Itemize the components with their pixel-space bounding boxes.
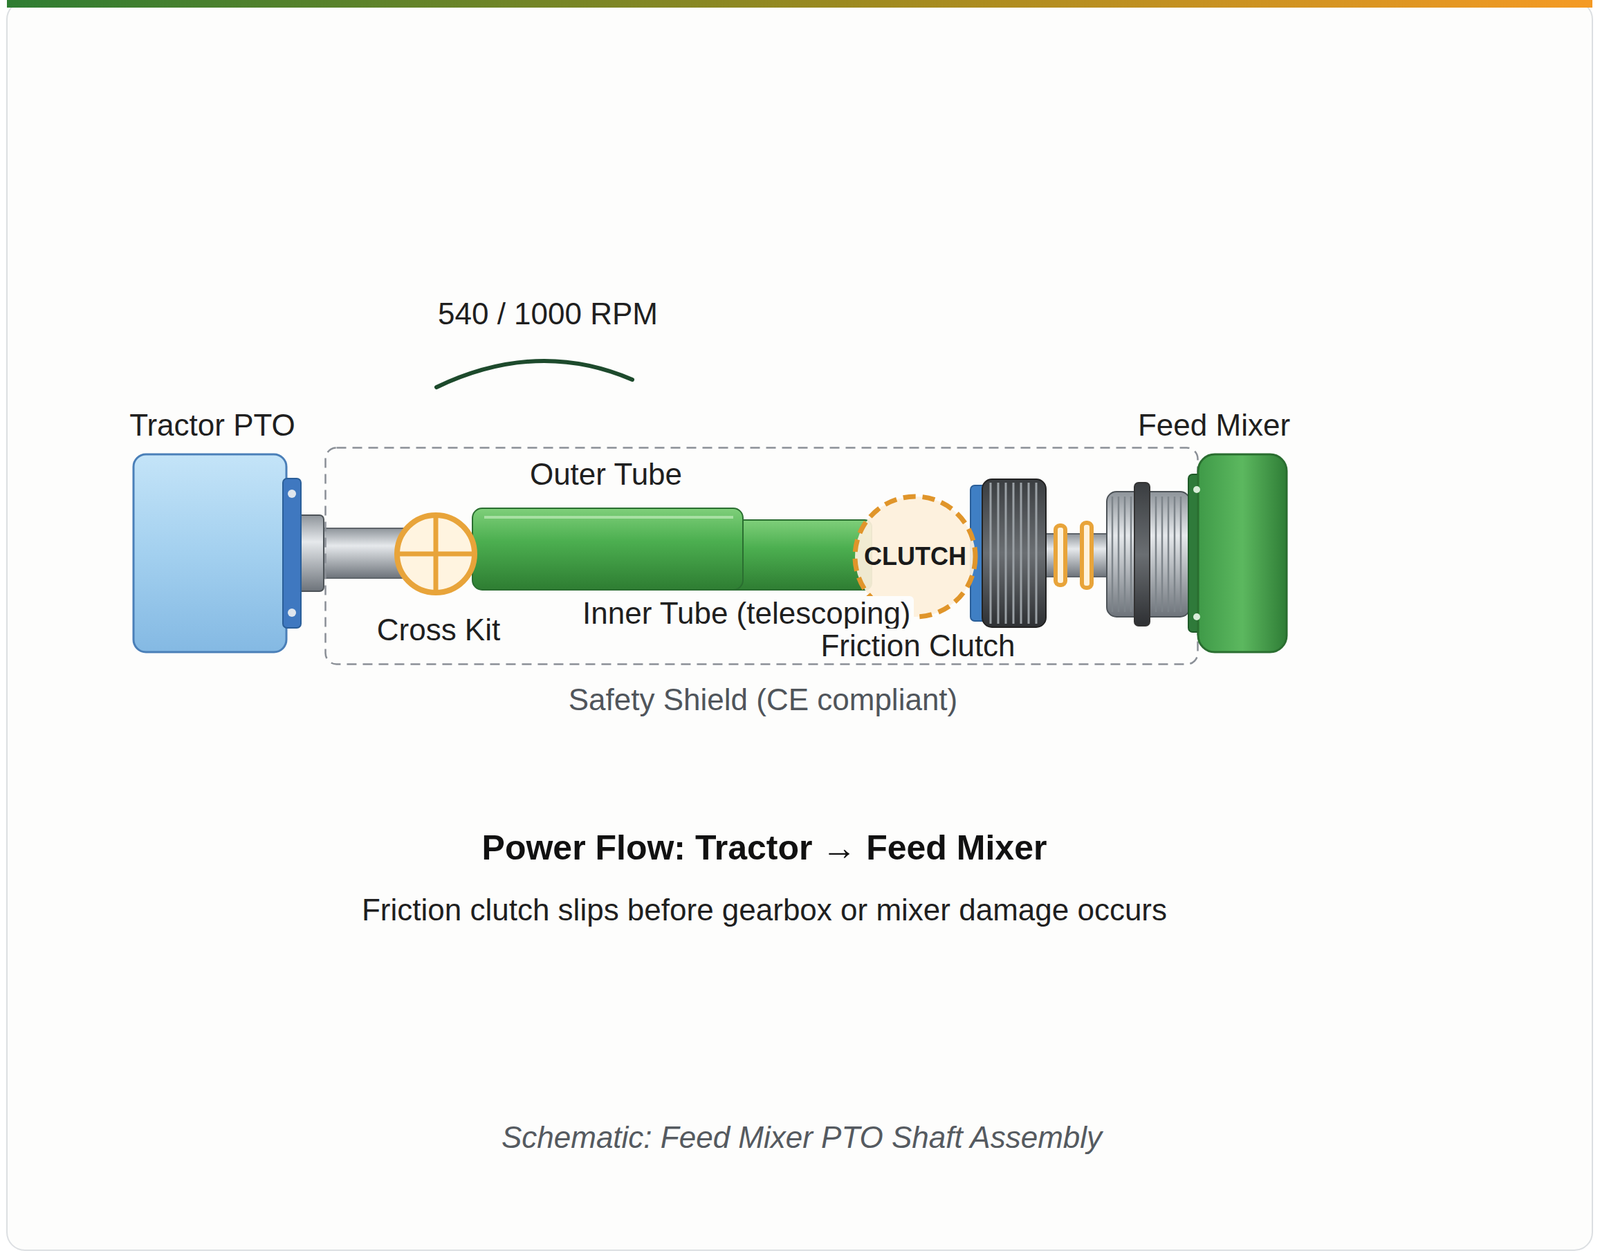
gear-tooth <box>1005 482 1008 624</box>
note-text: Friction clutch slips before gearbox or … <box>359 893 1170 929</box>
gear-tooth <box>989 482 992 624</box>
gear-tooth <box>1167 496 1170 613</box>
node-outline <box>1188 453 1288 654</box>
clutch-friction-pack <box>982 479 1046 628</box>
gear-tooth <box>1035 482 1038 624</box>
gear-tooth <box>1180 496 1183 613</box>
top-accent-bar <box>6 0 1593 8</box>
feed-mixer-box: Feed Mixer <box>1188 453 1288 654</box>
diagram-caption: Schematic: Feed Mixer PTO Shaft Assembly <box>498 1120 1105 1156</box>
flange-bolt <box>1193 486 1201 494</box>
speed-label: 540 / 1000 RPM <box>435 296 661 333</box>
flange-bolt <box>287 489 297 499</box>
gear-tooth <box>1111 496 1114 613</box>
flange-bolt <box>1193 613 1201 621</box>
yoke-ring <box>1134 482 1150 627</box>
gear-tooth <box>1155 496 1158 613</box>
gear-tooth <box>1173 496 1176 613</box>
tractor-body <box>133 454 287 653</box>
clutch-hub-shaft <box>1037 534 1114 577</box>
node-outline <box>132 453 301 654</box>
gear-tooth <box>1020 482 1023 624</box>
tube-highlight <box>484 516 734 519</box>
cross-kit-joint <box>397 515 475 593</box>
gear-tooth <box>1130 496 1133 613</box>
card-panel <box>6 1 1593 1251</box>
mixer-body <box>1198 454 1287 653</box>
tractor-pto-box: Tractor PTO <box>132 453 301 654</box>
gear-tooth <box>1124 496 1127 613</box>
diagram-title: Power Flow: Tractor → Feed Mixer <box>479 828 1051 869</box>
gear-tooth <box>1161 496 1164 613</box>
tractor-flange <box>282 478 301 629</box>
shield-outline <box>325 448 1199 665</box>
gear-tooth <box>1027 482 1031 624</box>
part-label: Friction Clutch <box>817 628 1018 665</box>
gear-teeth <box>1112 496 1181 613</box>
spring-ring <box>1081 522 1092 588</box>
part-heading: Safety Shield (CE compliant) <box>568 682 958 719</box>
rotation-arc <box>436 361 633 388</box>
outer-tube <box>472 508 743 591</box>
flange-bolt <box>287 608 297 618</box>
part-label: Outer Tube <box>527 457 685 493</box>
part-label: Cross Kit <box>374 612 503 649</box>
cross-kit-arm <box>397 552 475 557</box>
part-heading: Feed Mixer <box>1137 408 1291 444</box>
gear-tooth <box>1012 482 1015 624</box>
gear-tooth <box>1117 496 1120 613</box>
spring-ring <box>1055 525 1066 586</box>
gear-tooth <box>997 482 1000 624</box>
part-heading: Tractor PTO <box>129 408 296 444</box>
part-label: Inner Tube (telescoping) <box>579 596 914 632</box>
clutch-label: CLUTCH <box>863 542 967 571</box>
gear-teeth <box>990 482 1037 624</box>
